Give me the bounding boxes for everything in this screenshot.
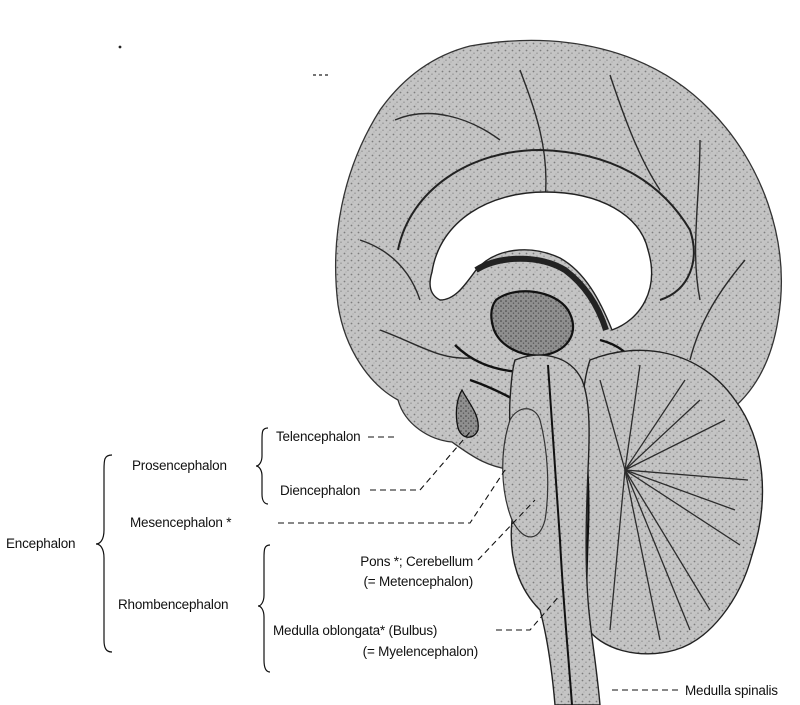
prosencephalon-brace	[256, 428, 268, 504]
pons-shape	[503, 409, 548, 537]
label-pons-cerebellum: Pons *; Cerebellum	[360, 555, 473, 569]
label-medulla-oblongata: Medulla oblongata* (Bulbus)	[273, 624, 437, 638]
label-mesencephalon: Mesencephalon *	[130, 516, 231, 530]
label-prosencephalon: Prosencephalon	[132, 459, 227, 473]
label-telencephalon: Telencephalon	[276, 430, 360, 444]
label-myelencephalon: (= Myelencephalon)	[363, 645, 478, 659]
rhombencephalon-brace	[258, 545, 270, 672]
label-medulla-spinalis: Medulla spinalis	[685, 684, 778, 698]
label-rhombencephalon: Rhombencephalon	[118, 598, 228, 612]
encephalon-brace	[96, 455, 112, 652]
label-encephalon: Encephalon	[6, 537, 75, 551]
label-metencephalon: (= Metencephalon)	[363, 575, 473, 589]
label-diencephalon: Diencephalon	[280, 484, 360, 498]
